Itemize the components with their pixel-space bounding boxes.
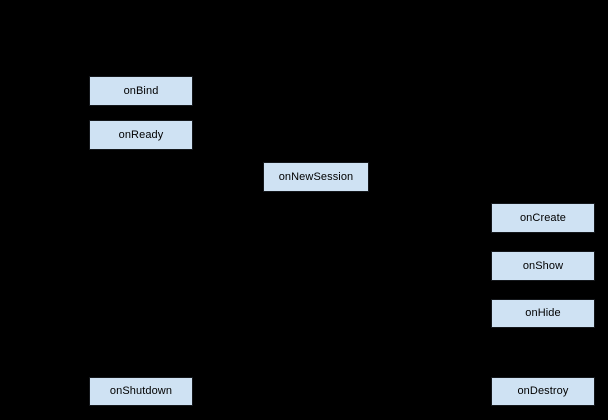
diagram-node-onbind: onBind <box>89 76 193 106</box>
node-label: onNewSession <box>278 170 354 183</box>
node-label: onReady <box>118 128 164 141</box>
node-label: onShutdown <box>109 385 173 397</box>
diagram-node-ondestroy: onDestroy <box>491 377 595 406</box>
diagram-node-onhide: onHide <box>491 299 595 328</box>
diagram-node-onnewsession: onNewSession <box>263 162 369 192</box>
diagram-node-onshutdown: onShutdown <box>89 377 193 406</box>
node-label: onBind <box>123 84 159 97</box>
diagram-node-onready: onReady <box>89 120 193 150</box>
diagram-node-onshow: onShow <box>491 251 595 281</box>
node-label: onHide <box>525 307 561 319</box>
node-label: onShow <box>522 259 564 272</box>
node-label: onDestroy <box>517 385 569 397</box>
node-label: onCreate <box>519 211 567 224</box>
diagram-node-oncreate: onCreate <box>491 203 595 233</box>
